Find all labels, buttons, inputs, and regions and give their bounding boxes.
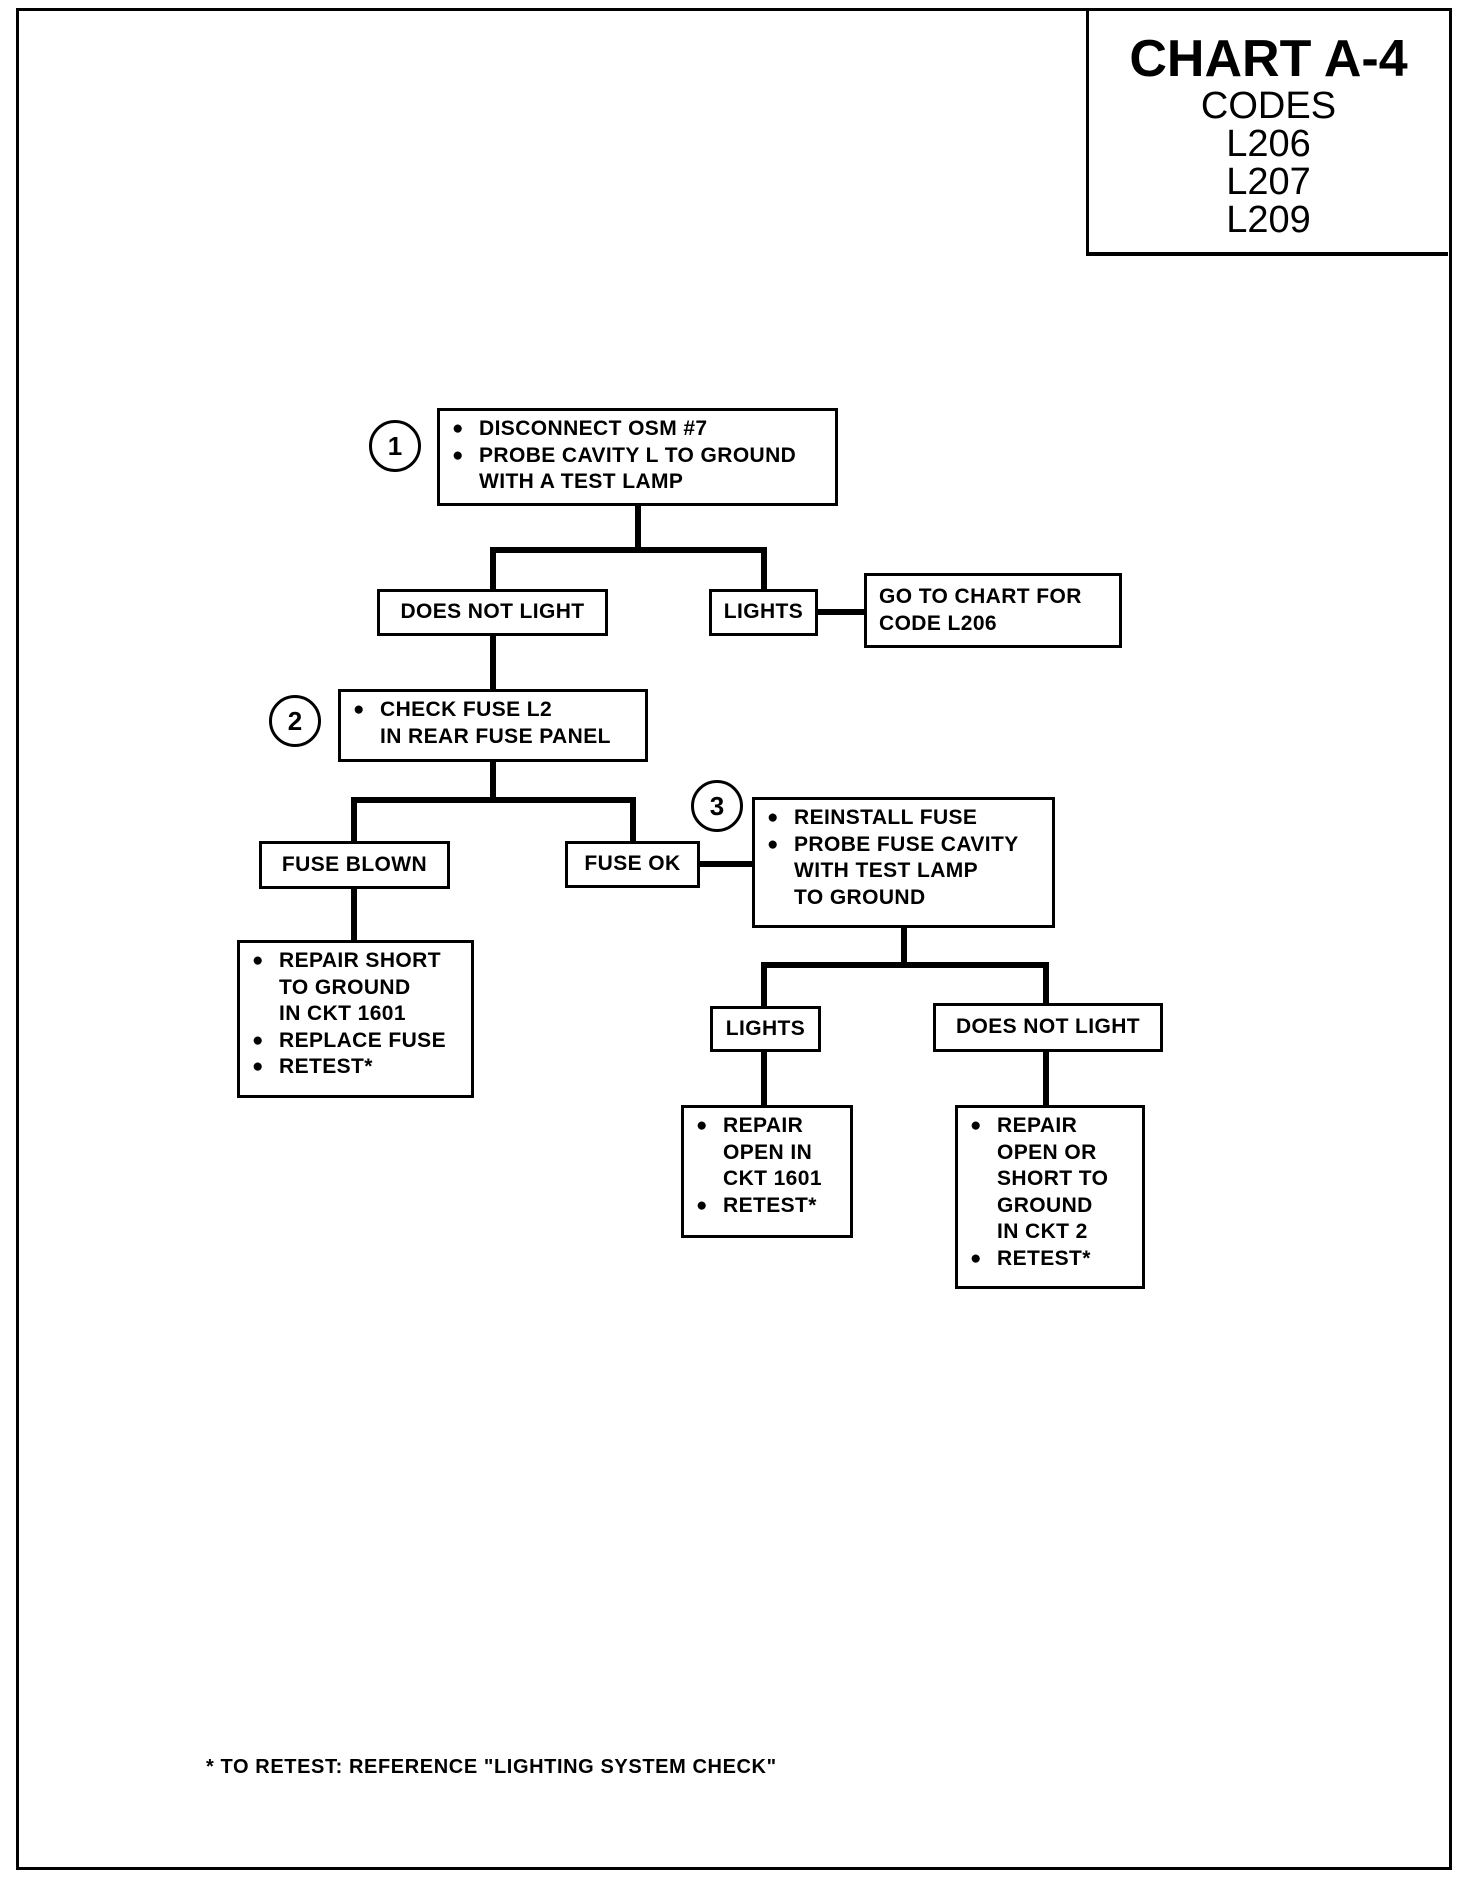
step-1-item-disconnect: DISCONNECT OSM #7 bbox=[452, 416, 827, 443]
step-3-item-reinstall: REINSTALL FUSE bbox=[767, 805, 1044, 832]
step-3-box: REINSTALL FUSE PROBE FUSE CAVITY WITH TE… bbox=[752, 797, 1055, 928]
result-lights-2: LIGHTS bbox=[710, 1006, 821, 1052]
action-retest: RETEST* bbox=[970, 1246, 1134, 1273]
code-item: L209 bbox=[1226, 198, 1311, 241]
result-fuse-blown: FUSE BLOWN bbox=[259, 841, 450, 889]
chart-title: CHART A-4 bbox=[1129, 30, 1408, 88]
step-1-item-probe: PROBE CAVITY L TO GROUND WITH A TEST LAM… bbox=[452, 443, 827, 496]
code-item: L206 bbox=[1226, 122, 1311, 165]
code-item: L207 bbox=[1226, 160, 1311, 203]
goto-chart-box: GO TO CHART FOR CODE L206 bbox=[864, 573, 1122, 648]
fuse-blown-actions-box: REPAIR SHORT TO GROUND IN CKT 1601 REPLA… bbox=[237, 940, 474, 1098]
result-fuse-ok: FUSE OK bbox=[565, 841, 700, 888]
step-3-item-probe: PROBE FUSE CAVITY WITH TEST LAMP TO GROU… bbox=[767, 832, 1044, 912]
lights-actions-box: REPAIR OPEN IN CKT 1601 RETEST* bbox=[681, 1105, 853, 1238]
action-replace-fuse: REPLACE FUSE bbox=[252, 1028, 463, 1055]
step-2-box: CHECK FUSE L2 IN REAR FUSE PANEL bbox=[338, 689, 648, 762]
retest-footnote: * TO RETEST: REFERENCE "LIGHTING SYSTEM … bbox=[206, 1756, 777, 1778]
chart-title-box: CHART A-4 CODES L206 L207 L209 bbox=[1086, 8, 1448, 256]
action-repair-open: REPAIR OPEN IN CKT 1601 bbox=[696, 1113, 842, 1193]
step-1-box: DISCONNECT OSM #7 PROBE CAVITY L TO GROU… bbox=[437, 408, 838, 506]
action-repair-open-or-short: REPAIR OPEN OR SHORT TO GROUND IN CKT 2 bbox=[970, 1113, 1134, 1246]
codes-label: CODES bbox=[1200, 84, 1337, 127]
no-light-actions-box: REPAIR OPEN OR SHORT TO GROUND IN CKT 2 … bbox=[955, 1105, 1145, 1289]
action-retest: RETEST* bbox=[696, 1193, 842, 1220]
result-lights: LIGHTS bbox=[709, 589, 818, 636]
step-2-item-check-fuse: CHECK FUSE L2 IN REAR FUSE PANEL bbox=[353, 697, 637, 750]
step-number-badge: 2 bbox=[269, 695, 321, 747]
step-number-badge: 1 bbox=[369, 420, 421, 472]
step-number-badge: 3 bbox=[691, 780, 743, 832]
action-retest: RETEST* bbox=[252, 1054, 463, 1081]
result-does-not-light: DOES NOT LIGHT bbox=[377, 589, 608, 636]
page-frame bbox=[16, 8, 1452, 1870]
action-repair-short: REPAIR SHORT TO GROUND IN CKT 1601 bbox=[252, 948, 463, 1028]
result-does-not-light-2: DOES NOT LIGHT bbox=[933, 1003, 1163, 1052]
